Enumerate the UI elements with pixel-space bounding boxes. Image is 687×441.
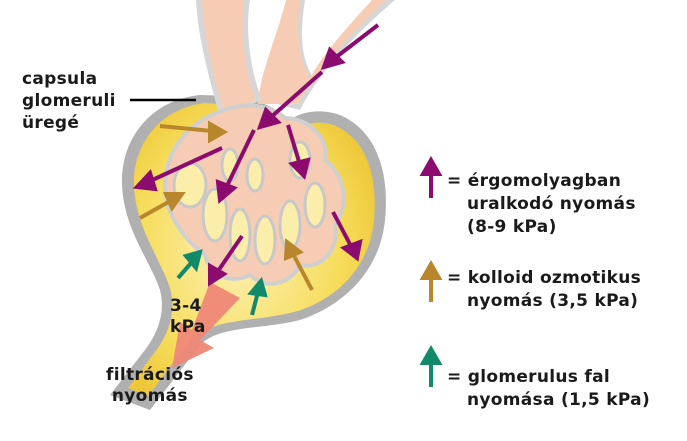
legend-line: nyomás (3,5 kPa) (467, 291, 639, 311)
legend-arrow-wall-icon (419, 344, 443, 387)
legend-arrow-blood-pressure-icon (419, 155, 443, 198)
capsule-label-line3: üregé (22, 113, 80, 133)
legend-line: uralkodó nyomás (467, 194, 636, 214)
filtration-label: filtrációs nyomás (106, 365, 194, 407)
pressure-value-line1: 3-4 (170, 296, 202, 316)
colloid-pressure-arrows (139, 120, 314, 291)
legend-line: = kolloid ozmotikus (447, 268, 642, 288)
legend-arrow-colloid-icon (419, 259, 443, 302)
capsule-label: capsula glomeruli üregé (22, 68, 116, 134)
legend-entry-wall: = glomerulus fal nyomása (1,5 kPa) (447, 366, 650, 412)
legend-line: = érgomolyagban (447, 171, 622, 191)
capsule-label-line1: capsula (22, 69, 98, 89)
wall-pressure-arrows (176, 249, 268, 316)
filtration-arrow (172, 282, 240, 368)
legend-line: = glomerulus fal (447, 367, 611, 387)
capsule-label-line2: glomeruli (22, 91, 116, 111)
legend-line: nyomása (1,5 kPa) (467, 390, 651, 410)
filtration-label-line2: nyomás (111, 386, 188, 406)
filtration-label-line1: filtrációs (106, 365, 194, 385)
legend-entry-colloid: = kolloid ozmotikus nyomás (3,5 kPa) (447, 267, 641, 313)
legend-line: (8-9 kPa) (467, 217, 557, 237)
filtration-pressure-value: 3-4 kPa (170, 296, 206, 338)
pressure-value-line2: kPa (170, 317, 206, 337)
legend-entry-blood-pressure: = érgomolyagban uralkodó nyomás (8-9 kPa… (447, 170, 636, 239)
blood-pressure-arrows (132, 23, 380, 287)
